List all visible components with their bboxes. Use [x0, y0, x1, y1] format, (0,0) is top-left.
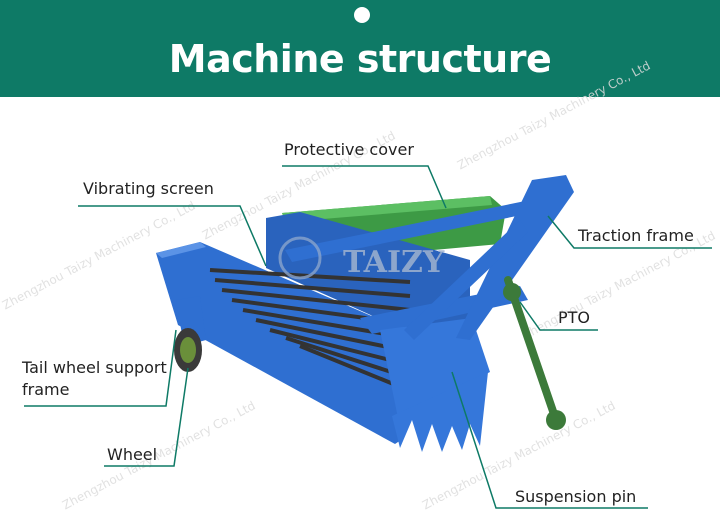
- leader-vibrating-screen: [78, 205, 267, 267]
- label-pto: PTO: [558, 308, 591, 327]
- leader-suspension-pin: [451, 371, 648, 509]
- leader-tail-wheel: [24, 329, 177, 407]
- banner-dot: [354, 7, 370, 23]
- pto-shaft: [503, 276, 566, 430]
- label-vibrating-screen: Vibrating screen: [83, 179, 214, 198]
- logo-text: TAIZY: [343, 245, 445, 280]
- left-side-plate: [156, 242, 404, 444]
- label-traction-frame: Traction frame: [578, 226, 694, 245]
- page-title: Machine structure: [168, 37, 552, 81]
- leader-protective-cover: [282, 165, 447, 209]
- label-wheel: Wheel: [107, 445, 158, 464]
- leader-traction-frame: [547, 215, 712, 249]
- leader-wheel: [104, 367, 189, 467]
- label-protective-cover: Protective cover: [284, 140, 414, 159]
- label-tail-wheel-support-frame: Tail wheel support frame: [22, 358, 167, 399]
- taizy-logo: TAIZY: [278, 236, 445, 280]
- tail-wheel-assembly: [174, 296, 206, 372]
- leader-pto: [519, 301, 598, 331]
- leader-lines: [24, 165, 712, 509]
- digging-shovel: [380, 318, 490, 452]
- label-suspension-pin: Suspension pin: [515, 487, 637, 506]
- header-banner: Machine structure: [0, 0, 720, 97]
- traction-frame-shape: [285, 175, 574, 340]
